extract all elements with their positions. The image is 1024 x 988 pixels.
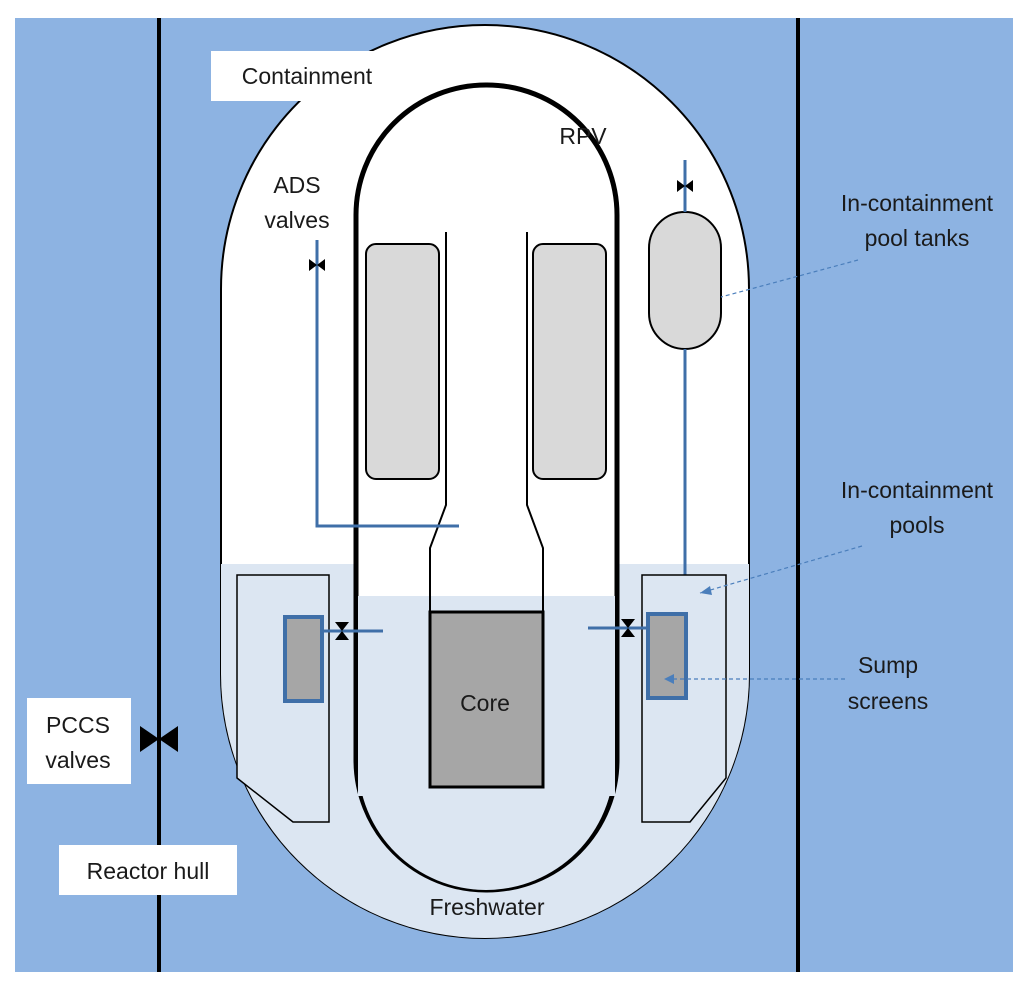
rpv-riser-right-wall	[526, 232, 544, 612]
core-label: Core	[460, 690, 510, 716]
containment-label: Containment	[242, 63, 373, 89]
reactor-core	[428, 610, 545, 789]
rpv-label: RPV	[559, 123, 607, 149]
pool-tanks-label-line1: In-containment	[841, 190, 994, 216]
pool-tank-valve	[677, 180, 693, 192]
pccs-valve-icon	[140, 726, 178, 752]
pool-tanks-leader	[720, 259, 859, 298]
pool-tank	[648, 211, 722, 350]
pools-label-line1: In-containment	[841, 477, 994, 503]
pccs-label-line1: PCCS	[46, 712, 110, 738]
steam-generator-right	[532, 243, 607, 480]
rpv-water-bottom	[358, 760, 614, 890]
ads-label-line1: ADS	[273, 172, 320, 198]
pccs-label-line2: valves	[45, 747, 110, 773]
sump-valve-left-icon	[335, 622, 349, 640]
freshwater-label: Freshwater	[429, 894, 544, 920]
sump-arrowhead	[664, 674, 674, 684]
reactor-hull-label: Reactor hull	[87, 858, 210, 884]
steam-generator-left	[365, 243, 440, 480]
pools-label-line2: pools	[890, 512, 945, 538]
sump-valve-right-icon	[621, 619, 635, 637]
ads-valve-icon	[309, 259, 325, 271]
ads-pipe	[315, 240, 459, 528]
pccs-label-box	[27, 698, 131, 784]
sump-label-line2: screens	[848, 688, 929, 714]
ads-label-line2: valves	[264, 207, 329, 233]
sump-label-line1: Sump	[858, 652, 918, 678]
pools-leader	[699, 545, 863, 594]
containment-label-box	[211, 51, 398, 101]
pool-tanks-label-line2: pool tanks	[865, 225, 970, 251]
pools-arrowhead	[700, 586, 712, 595]
sump-screen-left	[283, 615, 324, 703]
sump-screen-right	[646, 612, 688, 700]
reactor-hull-label-box	[59, 845, 237, 895]
